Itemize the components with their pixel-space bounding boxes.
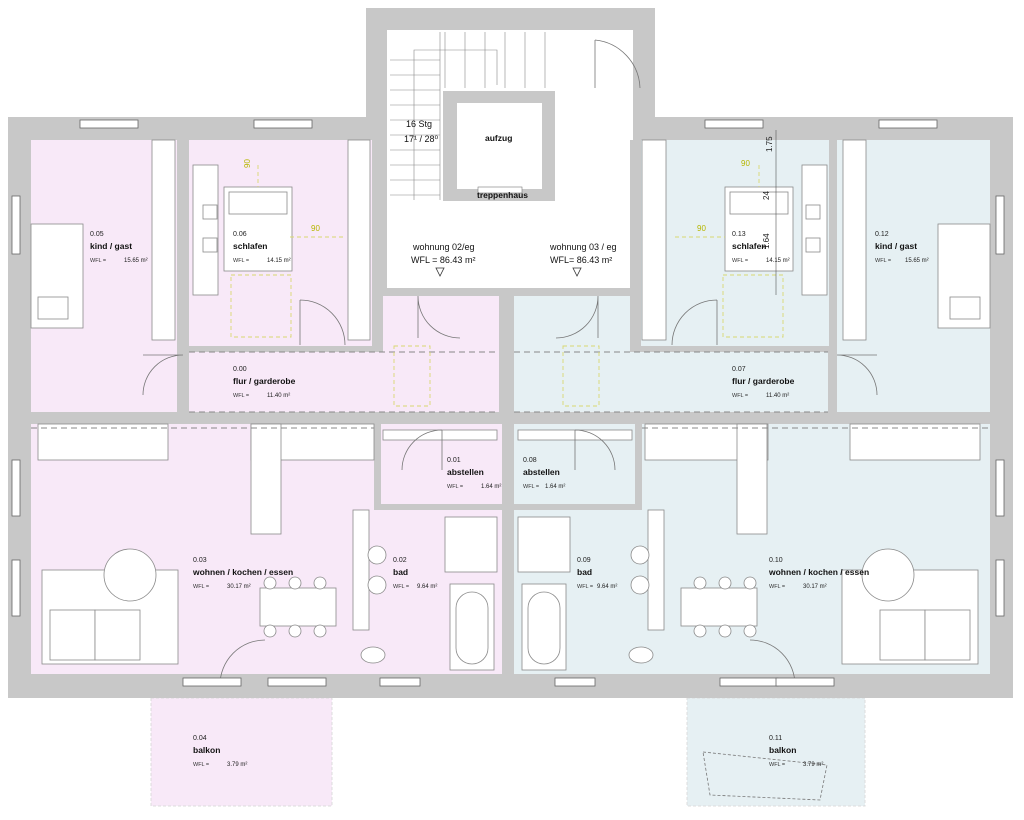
room-label-02: 0.02 bad WFL = 9.64 m² [393, 557, 437, 590]
stair-count: 16 Stg [406, 119, 432, 129]
svg-text:WFL =: WFL = [233, 393, 249, 399]
room-label-00: 0.00 flur / garderobe WFL = 11.40 m² [233, 366, 296, 399]
svg-text:WFL =: WFL = [523, 484, 539, 490]
doors [142, 295, 878, 686]
svg-text:WFL =: WFL = [769, 762, 785, 768]
unit-left-title: wohnung 02/eg [412, 242, 475, 252]
svg-text:0.12: 0.12 [875, 231, 889, 238]
svg-text:WFL =: WFL = [233, 258, 249, 264]
room-label-01: 0.01 abstellen WFL = 1.64 m² [447, 457, 501, 490]
svg-text:WFL =: WFL = [577, 584, 593, 590]
unit-right-wfl: WFL= 86.43 m² [550, 255, 612, 265]
dim-24: 24 [762, 191, 771, 200]
stairwell-label: treppenhaus [477, 190, 528, 200]
svg-text:0.10: 0.10 [769, 557, 783, 564]
svg-text:WFL =: WFL = [193, 584, 209, 590]
svg-text:kind / gast: kind / gast [875, 241, 917, 251]
svg-text:WFL =: WFL = [393, 584, 409, 590]
dim-175: 1.75 [765, 136, 774, 152]
svg-text:schlafen: schlafen [732, 241, 767, 251]
svg-text:flur / garderobe: flur / garderobe [233, 376, 296, 386]
svg-text:0.03: 0.03 [193, 557, 207, 564]
room-label-07: 0.07 flur / garderobe WFL = 11.40 m² [732, 366, 795, 399]
elevator-label: aufzug [485, 133, 512, 143]
dim-right-top: 90 [741, 159, 750, 168]
svg-text:kind / gast: kind / gast [90, 241, 132, 251]
room-label-09: 0.09 bad WFL = 9.64 m² [577, 557, 617, 590]
svg-text:1.64 m²: 1.64 m² [481, 484, 501, 490]
svg-text:WFL =: WFL = [732, 258, 748, 264]
svg-text:WFL =: WFL = [769, 584, 785, 590]
room-label-06: 0.06 schlafen WFL = 14.15 m² [233, 231, 291, 264]
svg-text:3.79 m²: 3.79 m² [803, 762, 823, 768]
svg-text:0.00: 0.00 [233, 366, 247, 373]
svg-text:schlafen: schlafen [233, 241, 268, 251]
stair-core [387, 30, 641, 288]
furniture-right [517, 139, 991, 671]
interior-walls [177, 140, 837, 412]
room-label-03: 0.03 wohnen / kochen / essen WFL = 30.17… [192, 557, 293, 590]
svg-text:WFL =: WFL = [875, 258, 891, 264]
unit-right-title: wohnung 03 / eg [549, 242, 617, 252]
dim-right-side: 90 [697, 224, 706, 233]
svg-text:0.06: 0.06 [233, 231, 247, 238]
balcony-right [686, 697, 866, 807]
svg-text:balkon: balkon [193, 745, 220, 755]
svg-text:bad: bad [393, 567, 408, 577]
svg-text:0.07: 0.07 [732, 366, 746, 373]
svg-text:3.79 m²: 3.79 m² [227, 762, 247, 768]
svg-text:WFL =: WFL = [447, 484, 463, 490]
svg-text:9.64 m²: 9.64 m² [417, 584, 437, 590]
room-label-11: 0.11 balkon WFL = 3.79 m² [769, 735, 823, 768]
dashed-lines [31, 165, 990, 429]
svg-text:bad: bad [577, 567, 592, 577]
windows [11, 119, 1005, 687]
room-label-04: 0.04 balkon WFL = 3.79 m² [193, 735, 247, 768]
svg-text:balkon: balkon [769, 745, 796, 755]
svg-text:30.17 m²: 30.17 m² [227, 584, 251, 590]
svg-text:flur / garderobe: flur / garderobe [732, 376, 795, 386]
dim-164: 1.64 [762, 233, 771, 249]
stair-ratio: 17¹ / 28⁰ [404, 134, 439, 144]
room-label-05: 0.05 kind / gast WFL = 15.65 m² [90, 231, 148, 264]
svg-text:WFL =: WFL = [732, 393, 748, 399]
svg-text:0.01: 0.01 [447, 457, 461, 464]
balcony-left [150, 697, 333, 807]
svg-text:WFL =: WFL = [193, 762, 209, 768]
dim-left-side: 90 [311, 224, 320, 233]
svg-text:15.65 m²: 15.65 m² [124, 258, 148, 264]
svg-text:wohnen / kochen / essen: wohnen / kochen / essen [768, 567, 869, 577]
svg-text:0.02: 0.02 [393, 557, 407, 564]
dim-left-top: 90 [243, 159, 252, 168]
svg-text:14.15 m²: 14.15 m² [766, 258, 790, 264]
room-label-12: 0.12 kind / gast WFL = 15.65 m² [875, 231, 929, 264]
svg-text:0.13: 0.13 [732, 231, 746, 238]
svg-text:0.09: 0.09 [577, 557, 591, 564]
room-label-13: 0.13 schlafen WFL = 14.15 m² [732, 231, 790, 264]
svg-text:14.15 m²: 14.15 m² [267, 258, 291, 264]
svg-text:9.64 m²: 9.64 m² [597, 584, 617, 590]
svg-text:abstellen: abstellen [523, 467, 560, 477]
svg-text:11.40 m²: 11.40 m² [267, 393, 290, 399]
unit-left-wfl: WFL = 86.43 m² [411, 255, 475, 265]
svg-text:wohnen / kochen / essen: wohnen / kochen / essen [192, 567, 293, 577]
svg-text:0.04: 0.04 [193, 735, 207, 742]
svg-text:abstellen: abstellen [447, 467, 484, 477]
svg-text:0.05: 0.05 [90, 231, 104, 238]
svg-text:0.11: 0.11 [769, 735, 782, 742]
svg-text:15.65 m²: 15.65 m² [905, 258, 929, 264]
svg-text:1.64 m²: 1.64 m² [545, 484, 565, 490]
room-label-10: 0.10 wohnen / kochen / essen WFL = 30.17… [768, 557, 869, 590]
svg-text:30.17 m²: 30.17 m² [803, 584, 827, 590]
svg-text:0.08: 0.08 [523, 457, 537, 464]
svg-text:WFL =: WFL = [90, 258, 106, 264]
svg-text:11.40 m²: 11.40 m² [766, 393, 789, 399]
room-label-08: 0.08 abstellen WFL = 1.64 m² [523, 457, 565, 490]
entrance-markers [435, 267, 582, 277]
furniture-left [30, 139, 498, 671]
